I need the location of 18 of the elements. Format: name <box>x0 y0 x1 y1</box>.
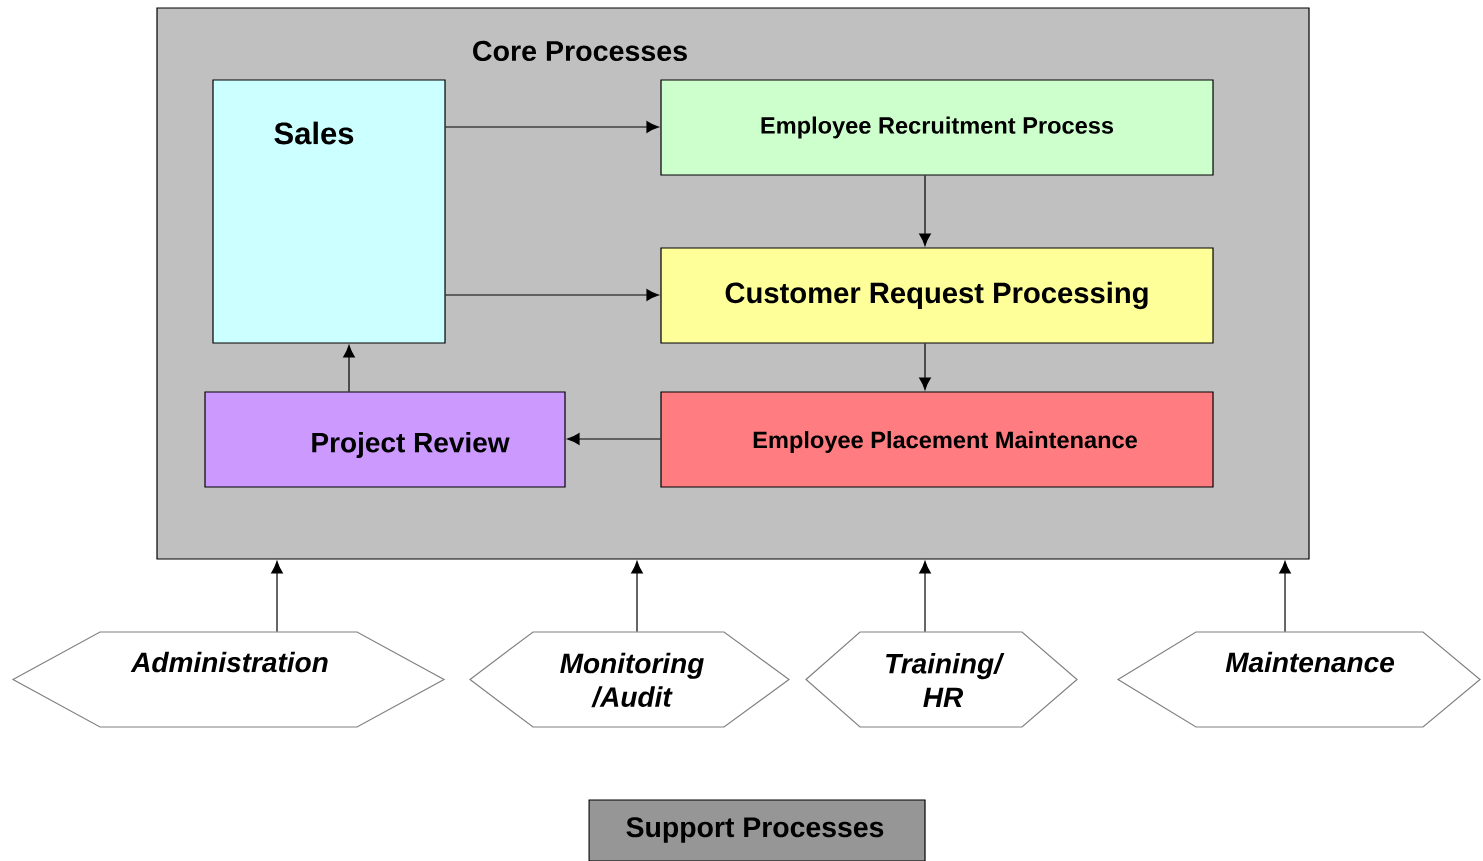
process-box: Customer Request Processing <box>660 247 1214 344</box>
support-hexagon: Training/ HR <box>805 631 1078 728</box>
arrow <box>919 561 931 633</box>
arrow <box>631 561 643 633</box>
arrow <box>445 121 659 133</box>
process-box: Employee Recruitment Process <box>660 79 1214 176</box>
arrow <box>919 342 931 390</box>
arrow <box>567 433 661 445</box>
label-box: Support Processes <box>588 799 926 861</box>
support-hexagon: Monitoring /Audit <box>469 631 791 728</box>
arrow <box>445 289 659 301</box>
arrow <box>343 345 355 392</box>
process-box: Project Review <box>204 391 566 488</box>
process-box: Employee Placement Maintenance <box>660 391 1214 488</box>
arrow <box>1279 561 1291 633</box>
arrow <box>271 561 283 633</box>
process-box: Sales <box>212 79 446 344</box>
arrow <box>919 175 931 246</box>
